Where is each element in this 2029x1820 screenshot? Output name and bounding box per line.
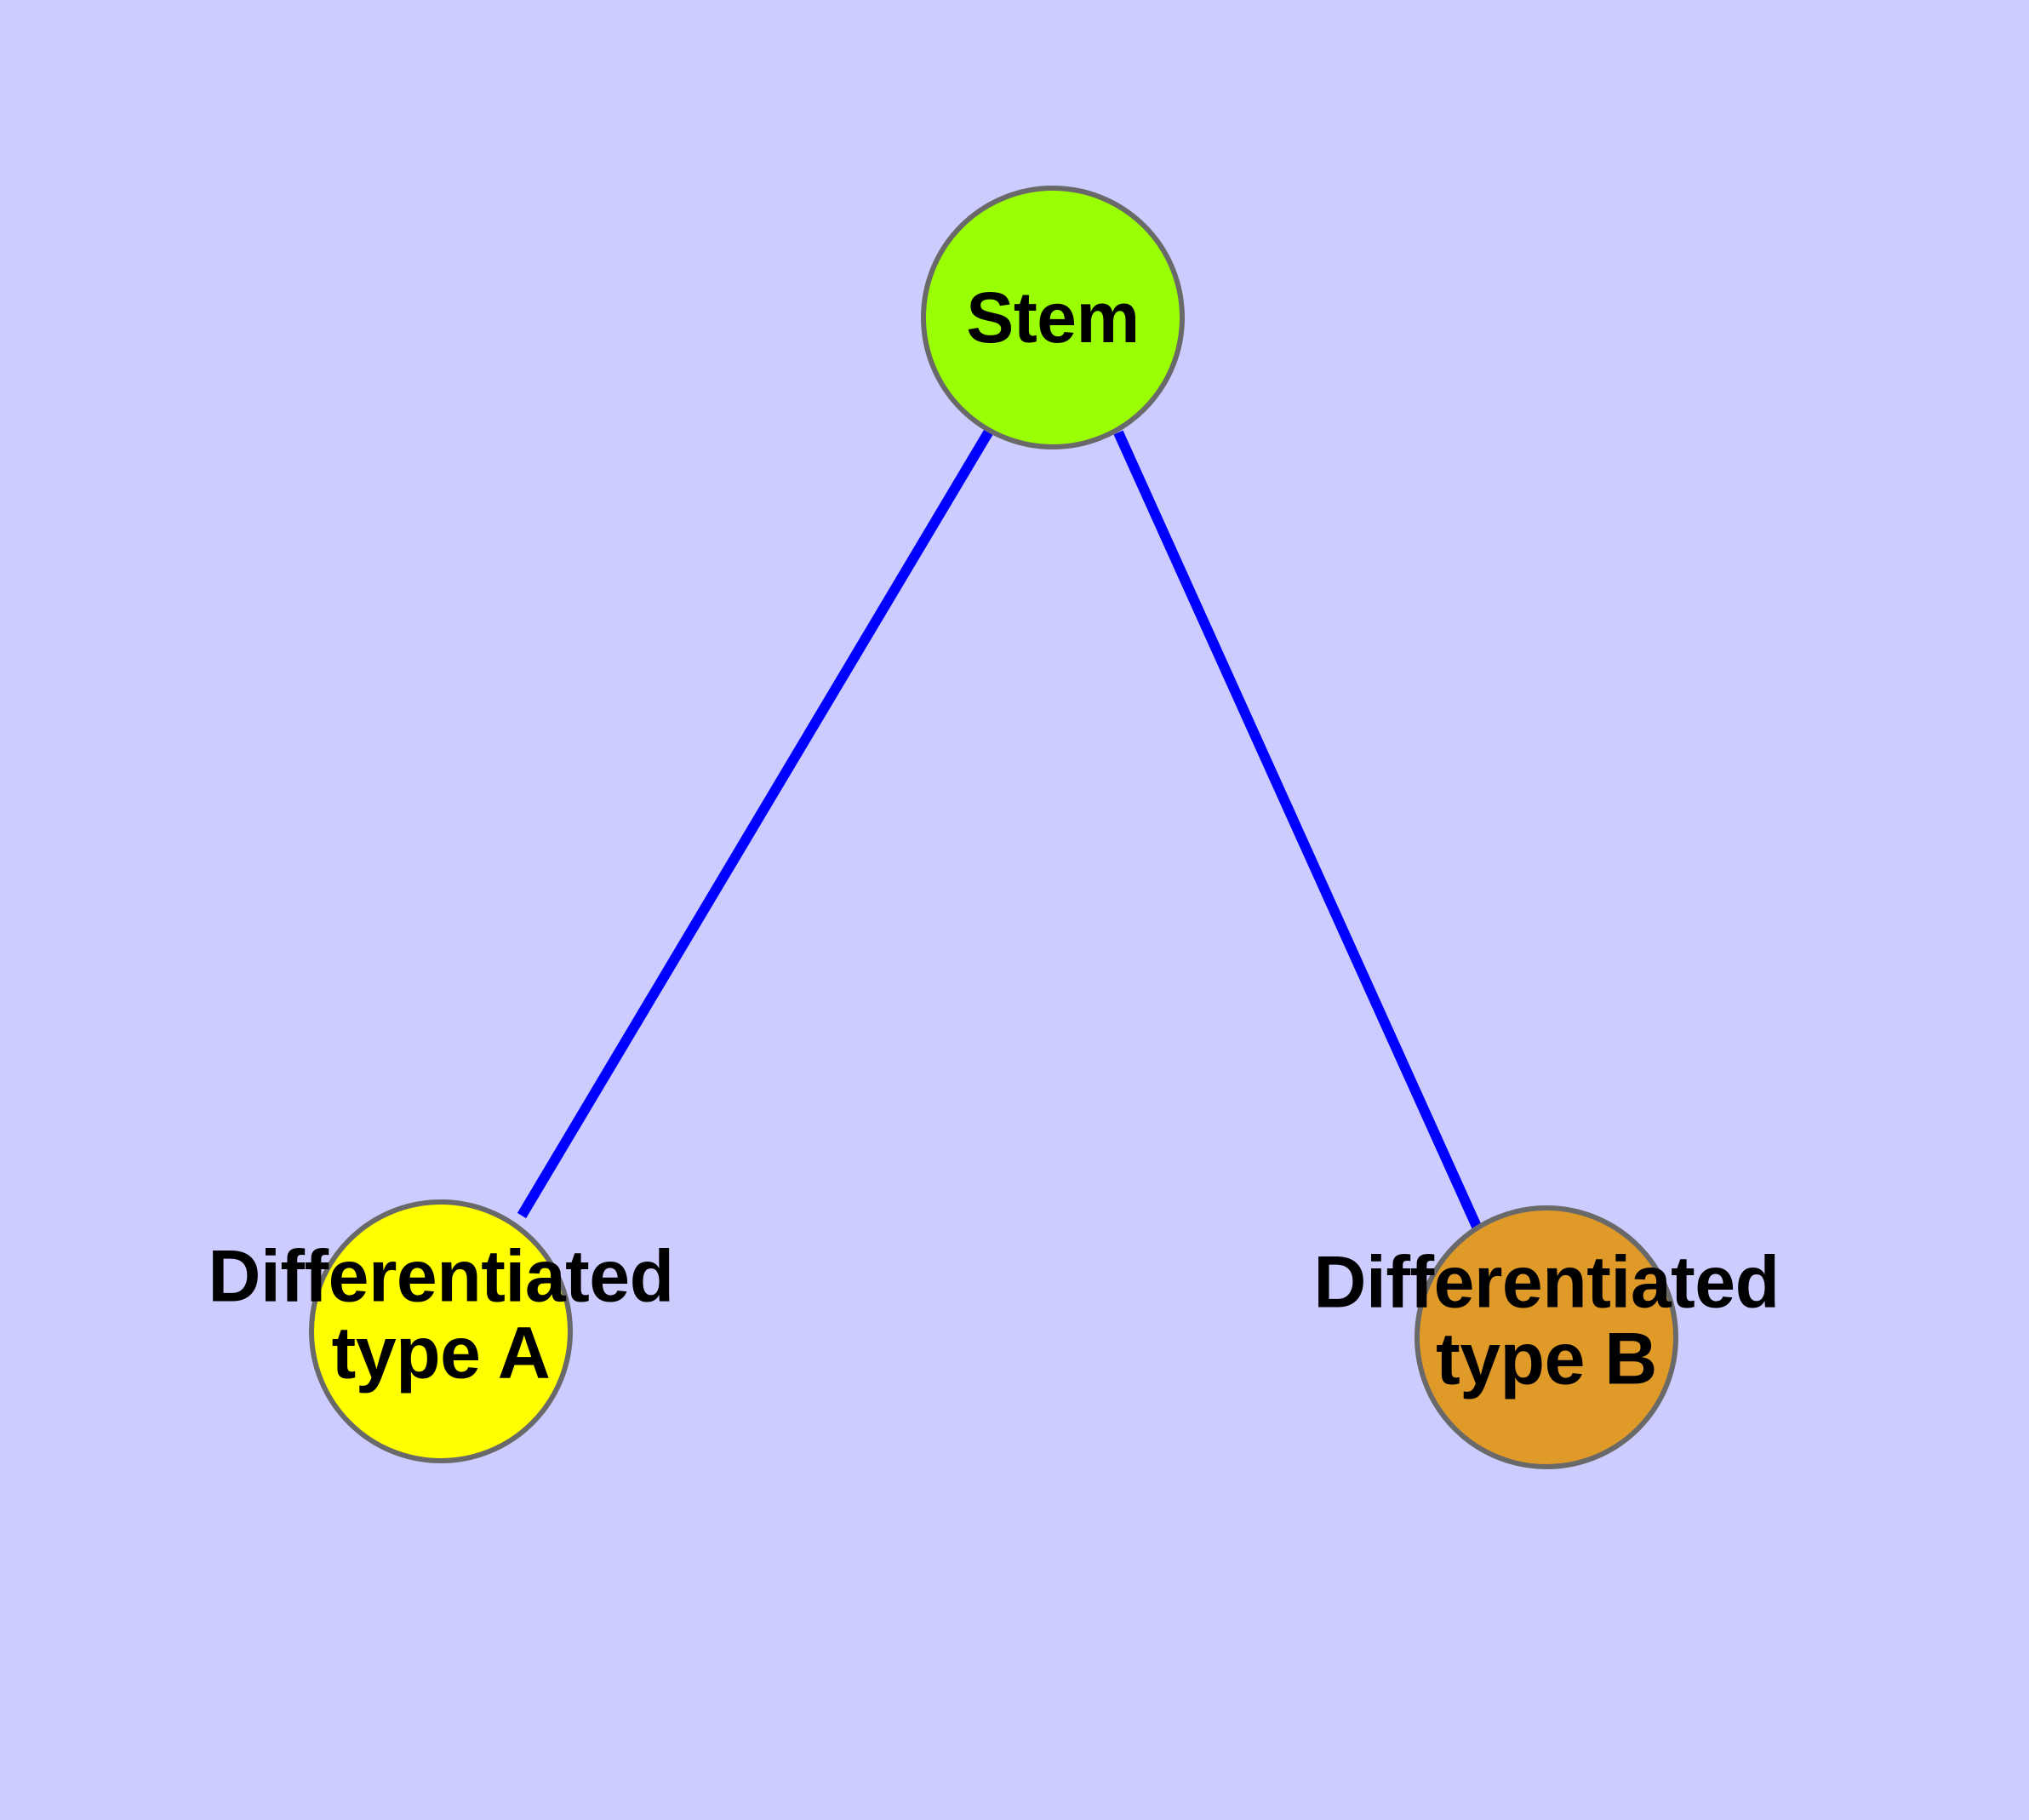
edge-layer: [517, 426, 1483, 1231]
node-circle-differentiated-type-a[interactable]: [309, 1199, 573, 1463]
node-circle-stem[interactable]: [921, 186, 1185, 449]
node-layer: [309, 186, 1678, 1469]
edge-stem-to-differentiated-b[interactable]: [1113, 430, 1483, 1231]
node-circle-differentiated-type-b[interactable]: [1415, 1205, 1678, 1469]
edge-stem-to-differentiated-a[interactable]: [517, 426, 995, 1219]
